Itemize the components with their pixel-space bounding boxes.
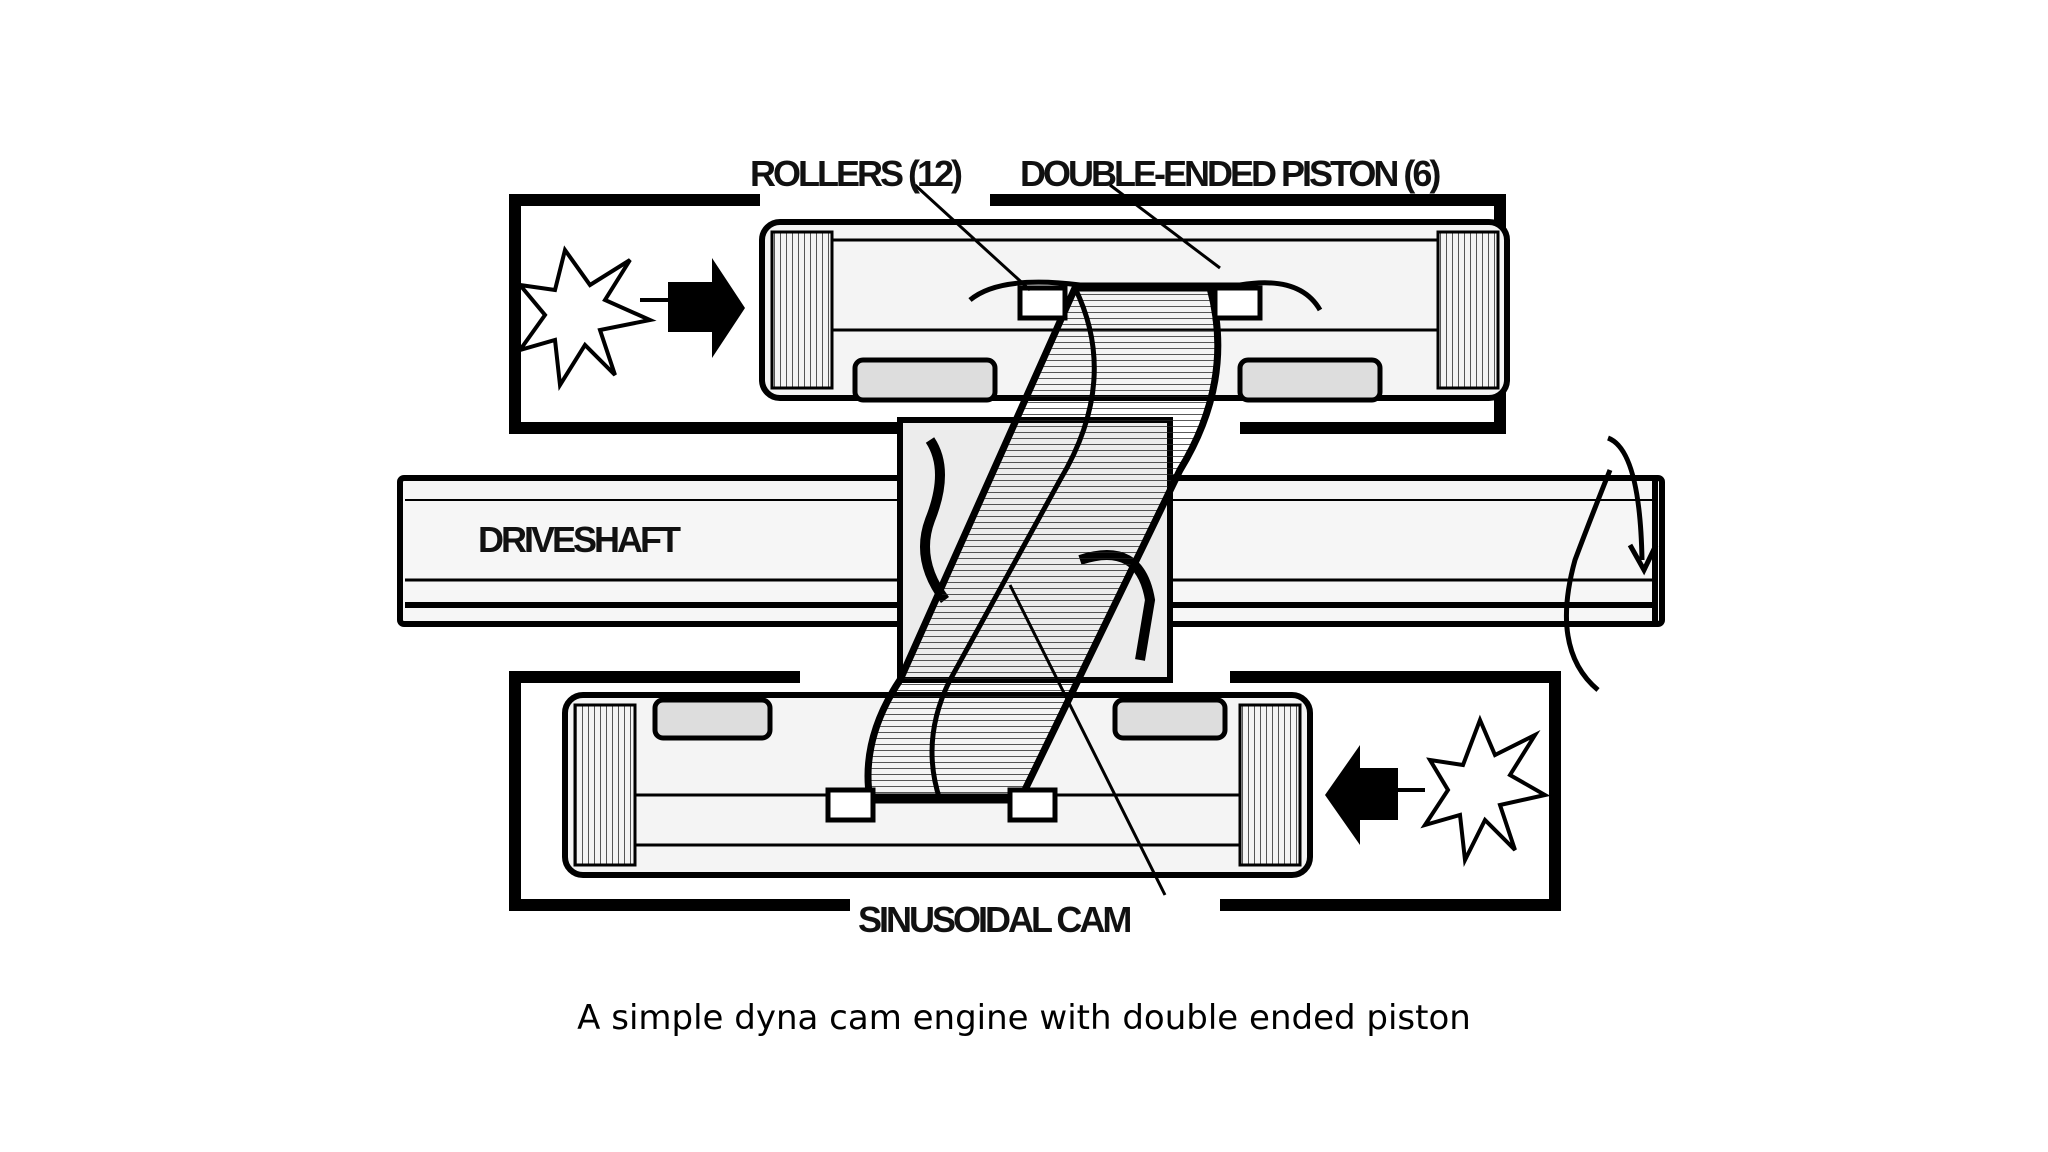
upper-combustion-burst-icon [515,245,670,391]
label-double-ended-piston: DOUBLE-ENDED PISTON (6) [1020,153,1440,194]
lower-cylinder-housing [509,671,1561,911]
lower-combustion-burst-icon [1395,714,1551,867]
lower-push-arrow-icon [1325,745,1398,845]
figure-caption: A simple dyna cam engine with double end… [577,998,1471,1038]
rollers [825,285,1263,823]
leader-lines [913,183,1221,896]
label-driveshaft: DRIVESHAFT [478,519,681,560]
label-rollers: ROLLERS (12) [750,153,962,194]
rotation-arrow-icon [1564,435,1659,692]
label-sinusoidal-cam: SINUSOIDAL CAM [858,899,1130,940]
upper-push-arrow-icon [668,258,745,358]
sinusoidal-cam [864,284,1222,804]
